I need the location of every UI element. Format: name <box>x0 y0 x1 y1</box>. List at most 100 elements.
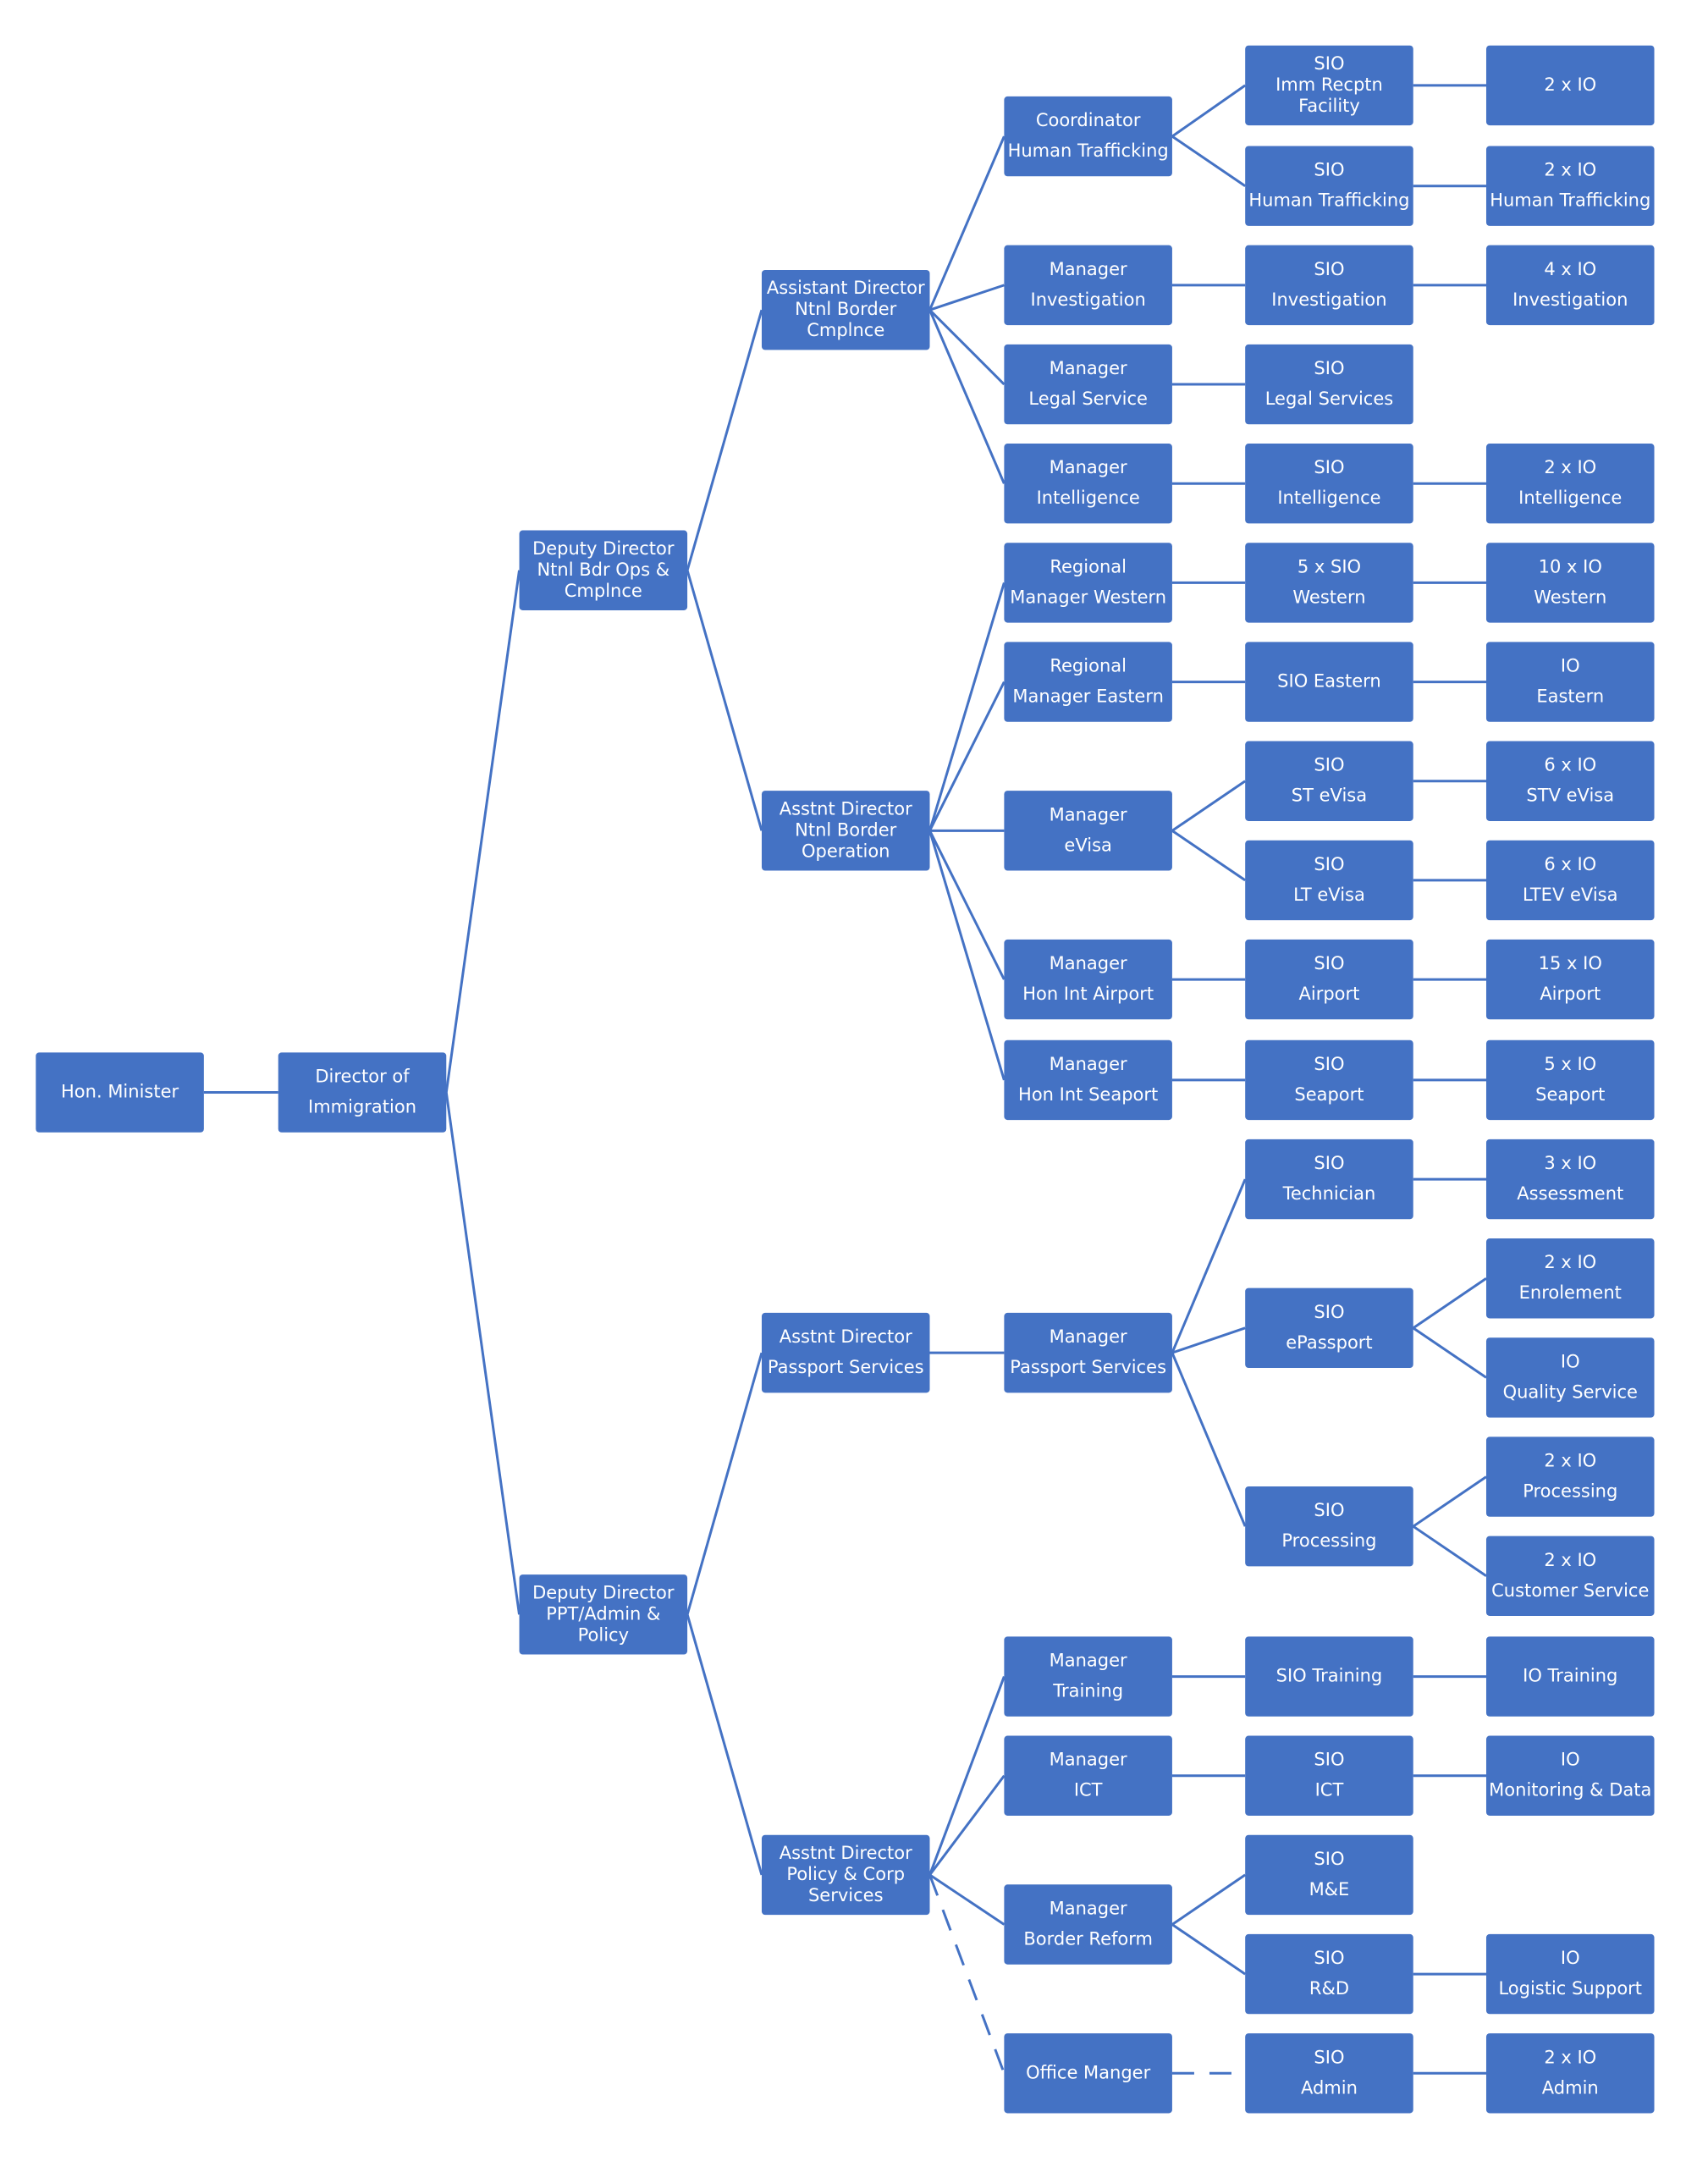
node-box <box>1485 444 1655 524</box>
node-box <box>1245 245 1413 326</box>
node-label-line: Intelligence <box>1277 488 1380 508</box>
node-sio-st-evisa: SIO ST eVisa <box>1245 741 1413 821</box>
node-label-line: Technician <box>1282 1183 1376 1204</box>
node-label-line: Imm Recptn <box>1275 74 1383 95</box>
node-label-line: Western <box>1534 587 1606 607</box>
connector-ad-policy-to-mgr-reform <box>928 1873 1006 1926</box>
node-label-line: SIO <box>1314 1500 1344 1520</box>
node-label-line: Airport <box>1540 984 1601 1004</box>
node-label-line: Manager <box>1050 953 1127 973</box>
node-label-line: Admin <box>1301 2077 1358 2098</box>
node-box <box>1004 791 1172 871</box>
node-label-line: SIO <box>1314 2047 1344 2067</box>
node-office-mgr: Office Manger <box>1004 2033 1172 2114</box>
connector-ad-policy-to-mgr-training <box>928 1676 1006 1876</box>
node-box <box>1485 1636 1655 1717</box>
node-box <box>1004 1636 1172 1717</box>
node-label-line: SIO <box>1314 1302 1344 1322</box>
node-label-line: Assessment <box>1517 1183 1623 1204</box>
node-label-line: Western <box>1292 587 1365 607</box>
node-label-line: Manager Eastern <box>1012 686 1164 707</box>
node-box <box>1485 1933 1655 2015</box>
node-label-line: Hon. Minister <box>61 1082 179 1102</box>
node-box <box>1004 2033 1172 2114</box>
node-minister: Hon. Minister <box>36 1052 204 1133</box>
connector-ad-operation-to-mgr-western <box>928 582 1006 831</box>
node-box <box>1004 245 1172 326</box>
connector-dd-ppt-to-ad-policy <box>686 1613 763 1876</box>
connector-coord-ht-to-sio-imm <box>1171 84 1247 138</box>
connector-ad-operation-to-mgr-airport <box>928 830 1006 980</box>
node-label-line: Facility <box>1298 96 1360 116</box>
node-label-line: Services <box>808 1885 884 1905</box>
node-box <box>761 791 930 871</box>
node-box <box>1245 45 1413 126</box>
node-label-line: M&E <box>1309 1879 1350 1900</box>
node-label-line: SIO <box>1314 1849 1344 1869</box>
node-box <box>1245 840 1413 921</box>
connector-director-to-dd-ops <box>444 570 521 1093</box>
connector-sio-epassport-to-io-quality <box>1412 1326 1487 1379</box>
node-label-line: ST eVisa <box>1292 786 1367 806</box>
node-label-line: Seaport <box>1535 1084 1605 1105</box>
node-label-line: Policy & Corp <box>786 1864 905 1884</box>
node-label-line: Human Trafficking <box>1490 190 1650 211</box>
node-box <box>1245 344 1413 425</box>
node-label-line: SIO <box>1314 854 1344 874</box>
node-label-line: SIO Eastern <box>1277 671 1381 692</box>
node-label-line: Manager <box>1050 804 1127 824</box>
node-label-line: Quality Service <box>1503 1381 1638 1402</box>
node-box <box>1485 543 1655 623</box>
node-box <box>1485 1536 1655 1616</box>
node-box <box>1245 1288 1413 1369</box>
connector-mgr-reform-to-sio-rd <box>1171 1923 1247 1976</box>
node-label-line: SIO <box>1314 755 1344 775</box>
connector-lines <box>203 84 1487 2075</box>
node-label-line: Asstnt Director <box>780 798 912 819</box>
node-label-line: Immigration <box>308 1097 416 1117</box>
node-label-line: Manager Western <box>1010 587 1166 607</box>
node-box <box>1245 1735 1413 1816</box>
node-io-training: IO Training <box>1485 1636 1655 1717</box>
node-label-line: Passport Services <box>768 1357 924 1377</box>
node-label-line: 3 x IO <box>1544 1153 1596 1173</box>
node-sio-training: SIO Training <box>1245 1636 1413 1717</box>
node-label-line: SIO <box>1314 259 1344 279</box>
node-label-line: Cmplnce <box>565 581 642 601</box>
connector-sio-processing-to-io-processing <box>1412 1475 1487 1528</box>
node-box <box>1004 1312 1172 1393</box>
node-label-line: SIO <box>1314 1750 1344 1770</box>
node-box <box>1485 1039 1655 1121</box>
node-box <box>1245 1636 1413 1717</box>
node-label-line: eVisa <box>1064 835 1111 855</box>
node-box <box>1245 741 1413 821</box>
connector-ad-cmplnce-to-mgr-legal <box>928 309 1006 386</box>
node-label-line: ICT <box>1074 1780 1103 1800</box>
node-label-line: 6 x IO <box>1544 755 1596 775</box>
node-label-line: Hon Int Airport <box>1022 984 1154 1004</box>
node-label-line: LTEV eVisa <box>1523 885 1617 905</box>
node-label-line: Manager <box>1050 358 1127 378</box>
node-box <box>1245 444 1413 524</box>
node-box <box>1485 1436 1655 1517</box>
node-box <box>1245 642 1413 722</box>
node-box <box>1245 1834 1413 1916</box>
node-label-line: Manager <box>1050 1326 1127 1347</box>
node-box <box>1245 2033 1413 2114</box>
node-label-line: Intelligence <box>1037 488 1140 508</box>
node-label-line: SIO <box>1314 358 1344 378</box>
node-box <box>761 1834 930 1916</box>
